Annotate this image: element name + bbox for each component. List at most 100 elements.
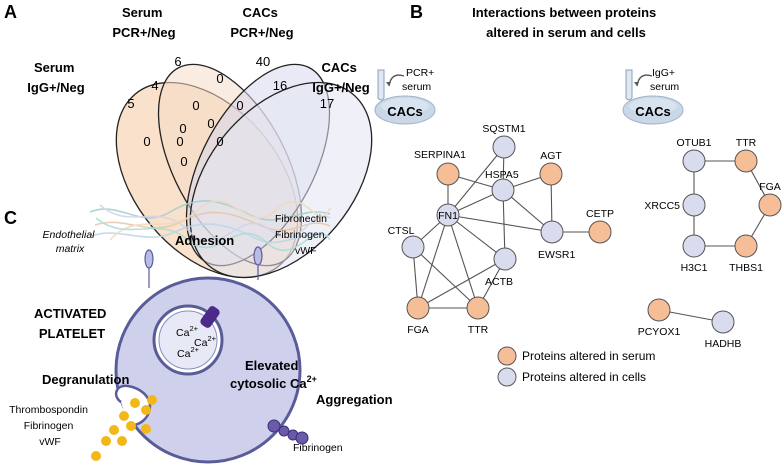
node-label-xrcc5: XRCC5 xyxy=(644,200,680,212)
node-ewsr1 xyxy=(540,220,564,244)
venn-count-region-12: 0 xyxy=(143,134,150,149)
venn-count-region-14: 0 xyxy=(180,154,187,169)
venn-count-serum-pcr-only: 6 xyxy=(174,54,181,69)
node-label-actb: ACTB xyxy=(485,276,513,288)
node-label-thbs1: THBS1 xyxy=(729,262,763,274)
released-granules xyxy=(91,395,157,461)
node-cetp xyxy=(588,220,612,244)
granule-1 xyxy=(130,398,140,408)
node-label-sqstm1: SQSTM1 xyxy=(482,123,525,135)
granule-3 xyxy=(147,395,157,405)
node-label-ewsr1: EWSR1 xyxy=(538,249,576,261)
node-fga1 xyxy=(406,296,430,320)
node-otub1 xyxy=(682,149,706,173)
legend-serum-swatch xyxy=(497,346,517,366)
fibrinogen-chain xyxy=(267,419,309,445)
elevated-calcium-label: Elevated cytosolic Ca2+ xyxy=(230,358,317,391)
aggregation-label: Aggregation xyxy=(316,392,393,407)
node-hadhb xyxy=(711,310,735,334)
node-pcyox1 xyxy=(647,298,671,322)
node-label-hadhb: HADHB xyxy=(705,338,742,350)
calcium-ion-1: Ca2+ xyxy=(176,324,199,339)
venn-count-region-9: 0 xyxy=(236,98,243,113)
node-thbs1 xyxy=(734,234,758,258)
edge-fn1-ttr1 xyxy=(447,214,479,309)
venn-count-cacs-both: 16 xyxy=(273,78,287,93)
pcr-icon-line-1: PCR+ xyxy=(406,67,434,79)
venn-count-pcr-both: 0 xyxy=(216,71,223,86)
venn-count-region-15: 0 xyxy=(176,134,183,149)
venn-count-cacs-igg-only: 17 xyxy=(320,96,334,111)
venn-label-serum-igg: Serum IgG+/Neg xyxy=(27,60,84,95)
venn-count-region-8: 0 xyxy=(192,98,199,113)
node-ttr1 xyxy=(466,296,490,320)
granule-7 xyxy=(117,436,127,446)
node-serpina1 xyxy=(436,162,460,186)
node-ttr2 xyxy=(734,149,758,173)
node-label-serpina1: SERPINA1 xyxy=(414,149,466,161)
granule-10 xyxy=(141,424,151,434)
endothelial-matrix-label: Endothelial matrix xyxy=(43,229,98,255)
granule-5 xyxy=(126,421,136,431)
activated-platelet-label: ACTIVATED PLATELET xyxy=(34,306,110,341)
calcium-channel-icon xyxy=(200,306,220,328)
aggregation-ligand-label: Fibrinogen xyxy=(293,442,343,454)
node-sqstm1 xyxy=(492,135,516,159)
node-h3c1 xyxy=(682,234,706,258)
node-label-pcyox1: PCYOX1 xyxy=(638,326,681,338)
panel-letter-b: B xyxy=(410,2,423,22)
calcium-ion-3: Ca2+ xyxy=(177,345,200,360)
edge-fn1-ewsr1 xyxy=(447,214,553,233)
venn-diagram: Serum IgG+/Neg Serum PCR+/Neg CACs PCR+/… xyxy=(27,5,373,279)
node-fn1 xyxy=(436,203,460,227)
adhesion-receptors xyxy=(144,246,263,288)
endothelial-matrix xyxy=(89,200,331,251)
network-legend: Proteins altered in serum Proteins alter… xyxy=(497,346,655,387)
calcium-ion-2: Ca2+ xyxy=(194,334,217,349)
network-title: Interactions between proteins altered in… xyxy=(472,5,660,40)
node-label-ttr2: TTR xyxy=(736,137,757,149)
venn-count-region-13: 0 xyxy=(216,134,223,149)
edge-hspa5-actb xyxy=(502,189,506,260)
legend-cells-swatch xyxy=(497,367,517,387)
edge-fn1-fga1 xyxy=(417,214,449,309)
calcium-store-inner xyxy=(158,310,218,370)
node-label-h3c1: H3C1 xyxy=(681,262,708,274)
node-label-ctsl: CTSL xyxy=(388,225,415,237)
granule-4 xyxy=(119,411,129,421)
panel-letter-a: A xyxy=(4,2,17,22)
node-label-agt: AGT xyxy=(540,150,562,162)
granule-8 xyxy=(101,436,111,446)
edge-fga1-actb xyxy=(417,258,506,309)
igg-icon-line-1: IgG+ xyxy=(652,67,675,79)
pcr-icon-line-2: serum xyxy=(402,81,431,93)
node-label-fga1: FGA xyxy=(407,324,429,336)
node-ctsl xyxy=(401,235,425,259)
degranulation-label: Degranulation xyxy=(42,372,129,387)
venn-count-region-10: 0 xyxy=(207,116,214,131)
pcr-icon-cacs: CACs xyxy=(387,104,422,119)
venn-count-region-11: 0 xyxy=(179,121,186,136)
adhesion-label: Adhesion xyxy=(175,233,234,248)
igg-serum-cacs-icon: IgG+ serum CACs xyxy=(622,67,684,125)
granule-2 xyxy=(141,405,151,415)
node-label-fn1: FN1 xyxy=(438,210,458,222)
node-agt xyxy=(539,162,563,186)
node-hspa5 xyxy=(491,178,515,202)
legend-serum-label: Proteins altered in serum xyxy=(522,349,655,363)
node-label-fga2: FGA xyxy=(759,181,781,193)
venn-label-cacs-pcr: CACs PCR+/Neg xyxy=(230,5,293,40)
node-actb xyxy=(493,247,517,271)
edge-fn1-actb xyxy=(447,214,506,260)
legend-cells-label: Proteins altered in cells xyxy=(522,370,646,384)
node-label-hspa5: HSPA5 xyxy=(485,169,519,181)
pcr-serum-cacs-icon: PCR+ serum CACs xyxy=(374,67,436,125)
granule-6 xyxy=(109,425,119,435)
node-label-otub1: OTUB1 xyxy=(676,137,711,149)
igg-icon-line-2: serum xyxy=(650,81,679,93)
node-label-ttr1: TTR xyxy=(468,324,489,336)
venn-count-cacs-pcr-only: 40 xyxy=(256,54,270,69)
edge-sqstm1-fn1 xyxy=(447,146,505,216)
